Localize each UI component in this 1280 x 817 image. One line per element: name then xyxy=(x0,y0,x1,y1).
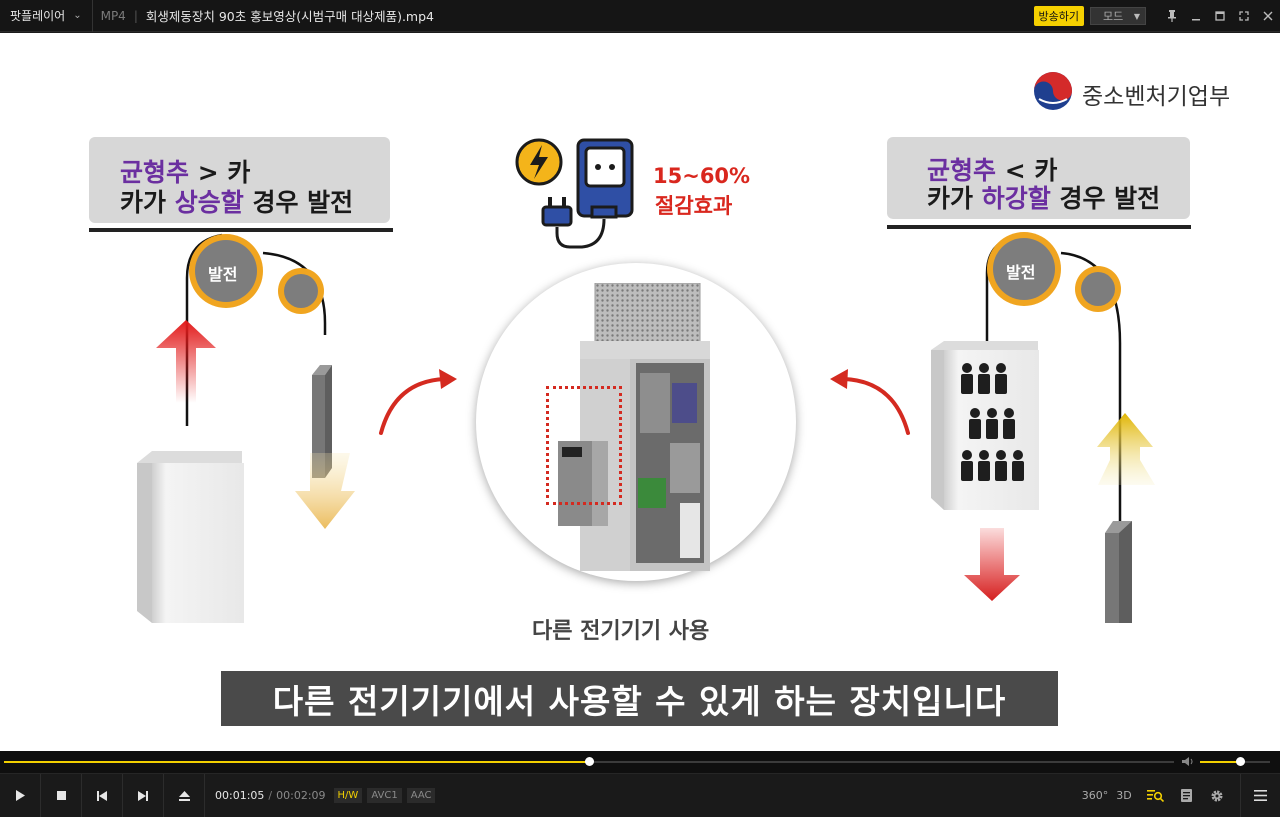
skip-previous-icon xyxy=(97,790,107,801)
minimize-icon[interactable] xyxy=(1184,0,1208,32)
skip-next-icon xyxy=(138,790,148,801)
previous-button[interactable] xyxy=(82,774,123,817)
seek-bar-thumb[interactable] xyxy=(585,757,594,766)
title-separator: | xyxy=(133,8,138,23)
volume-slider-thumb[interactable] xyxy=(1235,757,1245,766)
menu-icon[interactable] xyxy=(1240,774,1280,817)
seek-bar-area xyxy=(0,751,1280,773)
audio-codec-badge[interactable]: AAC xyxy=(406,788,436,803)
energy-meter-icon xyxy=(515,138,634,249)
right-caption-line2: 카가 하강할 경우 발전 xyxy=(927,184,1161,213)
settings-gear-icon[interactable] xyxy=(1205,774,1229,817)
next-button[interactable] xyxy=(123,774,164,817)
subtitle-bar: 다른 전기기기에서 사용할 수 있게 하는 장치입니다 xyxy=(221,671,1058,726)
right-elevator-diagram xyxy=(931,232,1155,623)
pin-icon[interactable] xyxy=(1160,0,1184,32)
regenerative-device-photo xyxy=(558,283,710,571)
volume-slider[interactable] xyxy=(1200,757,1270,766)
close-icon[interactable] xyxy=(1256,0,1280,32)
file-title: 회생제동장치 90초 홍보영상(시범구매 대상제품).mp4 xyxy=(145,9,434,24)
subtitle-list-icon[interactable] xyxy=(1175,774,1197,817)
volume-icon[interactable] xyxy=(1182,756,1194,770)
duration: 00:02:09 xyxy=(276,789,326,802)
ministry-name: 중소벤처기업부 xyxy=(1082,84,1231,110)
vr360-button[interactable]: 360° xyxy=(1081,789,1109,802)
right-ceiling-beam xyxy=(887,225,1191,229)
stop-button[interactable] xyxy=(41,774,82,817)
right-pulley-label: 발전 xyxy=(1006,263,1036,282)
hw-decoder-badge[interactable]: H/W xyxy=(333,788,363,803)
left-caption-line2: 카가 상승할 경우 발전 xyxy=(120,188,354,217)
chevron-down-icon: ⌄ xyxy=(73,10,82,21)
eject-button[interactable] xyxy=(164,774,205,817)
left-elevator-diagram xyxy=(137,233,355,623)
play-icon xyxy=(16,790,25,801)
play-button[interactable] xyxy=(0,774,41,817)
video-frame[interactable]: 중소벤처기업부 균형추 > 카 카가 상승할 경우 발전 균형추 < 카 카가 … xyxy=(0,33,1280,751)
curved-arrow-right-icon xyxy=(379,369,457,435)
savings-label: 절감효과 xyxy=(655,194,733,218)
left-caption-box xyxy=(89,137,390,223)
time-display: 00:01:05/00:02:09 xyxy=(215,789,326,802)
left-caption-line1: 균형추 > 카 xyxy=(120,158,251,187)
volume-slider-fill xyxy=(1200,761,1240,763)
playlist-search-icon[interactable] xyxy=(1143,774,1167,817)
video-codec-badge[interactable]: AVC1 xyxy=(367,788,402,803)
stop-icon xyxy=(56,791,66,800)
center-caption: 다른 전기기기 사용 xyxy=(532,619,710,644)
current-time: 00:01:05 xyxy=(215,789,265,802)
app-menu-button[interactable]: 팟플레이어 ⌄ xyxy=(0,0,93,32)
eject-icon xyxy=(178,790,190,801)
broadcast-button[interactable]: 방송하기 xyxy=(1033,6,1084,26)
savings-percent: 15~60% xyxy=(653,164,751,188)
ministry-logo-icon xyxy=(1033,71,1073,111)
3d-button[interactable]: 3D xyxy=(1116,789,1132,802)
seek-bar-fill xyxy=(4,761,589,763)
left-pulley-label: 발전 xyxy=(208,265,238,284)
right-caption-line1: 균형추 < 카 xyxy=(927,156,1058,185)
highlight-dotted-box xyxy=(546,386,622,505)
dropdown-arrow-icon: ▼ xyxy=(1133,11,1140,21)
fullscreen-icon[interactable] xyxy=(1232,0,1256,32)
right-caption-box xyxy=(887,137,1190,219)
curved-arrow-left-icon xyxy=(830,369,910,435)
file-format-label: MP4 xyxy=(100,8,126,23)
title-bar: 팟플레이어 ⌄ MP4 | 회생제동장치 90초 홍보영상(시범구매 대상제품)… xyxy=(0,0,1280,32)
seek-bar[interactable] xyxy=(4,757,1174,766)
mode-select[interactable]: 모드 ▼ xyxy=(1090,7,1146,25)
mode-select-label: 모드 xyxy=(1103,10,1124,23)
control-bar: 00:01:05/00:02:09 H/W AVC1 AAC 360° 3D xyxy=(0,773,1280,817)
maximize-icon[interactable] xyxy=(1208,0,1232,32)
app-name: 팟플레이어 xyxy=(10,9,66,23)
left-ceiling-beam xyxy=(89,228,393,232)
